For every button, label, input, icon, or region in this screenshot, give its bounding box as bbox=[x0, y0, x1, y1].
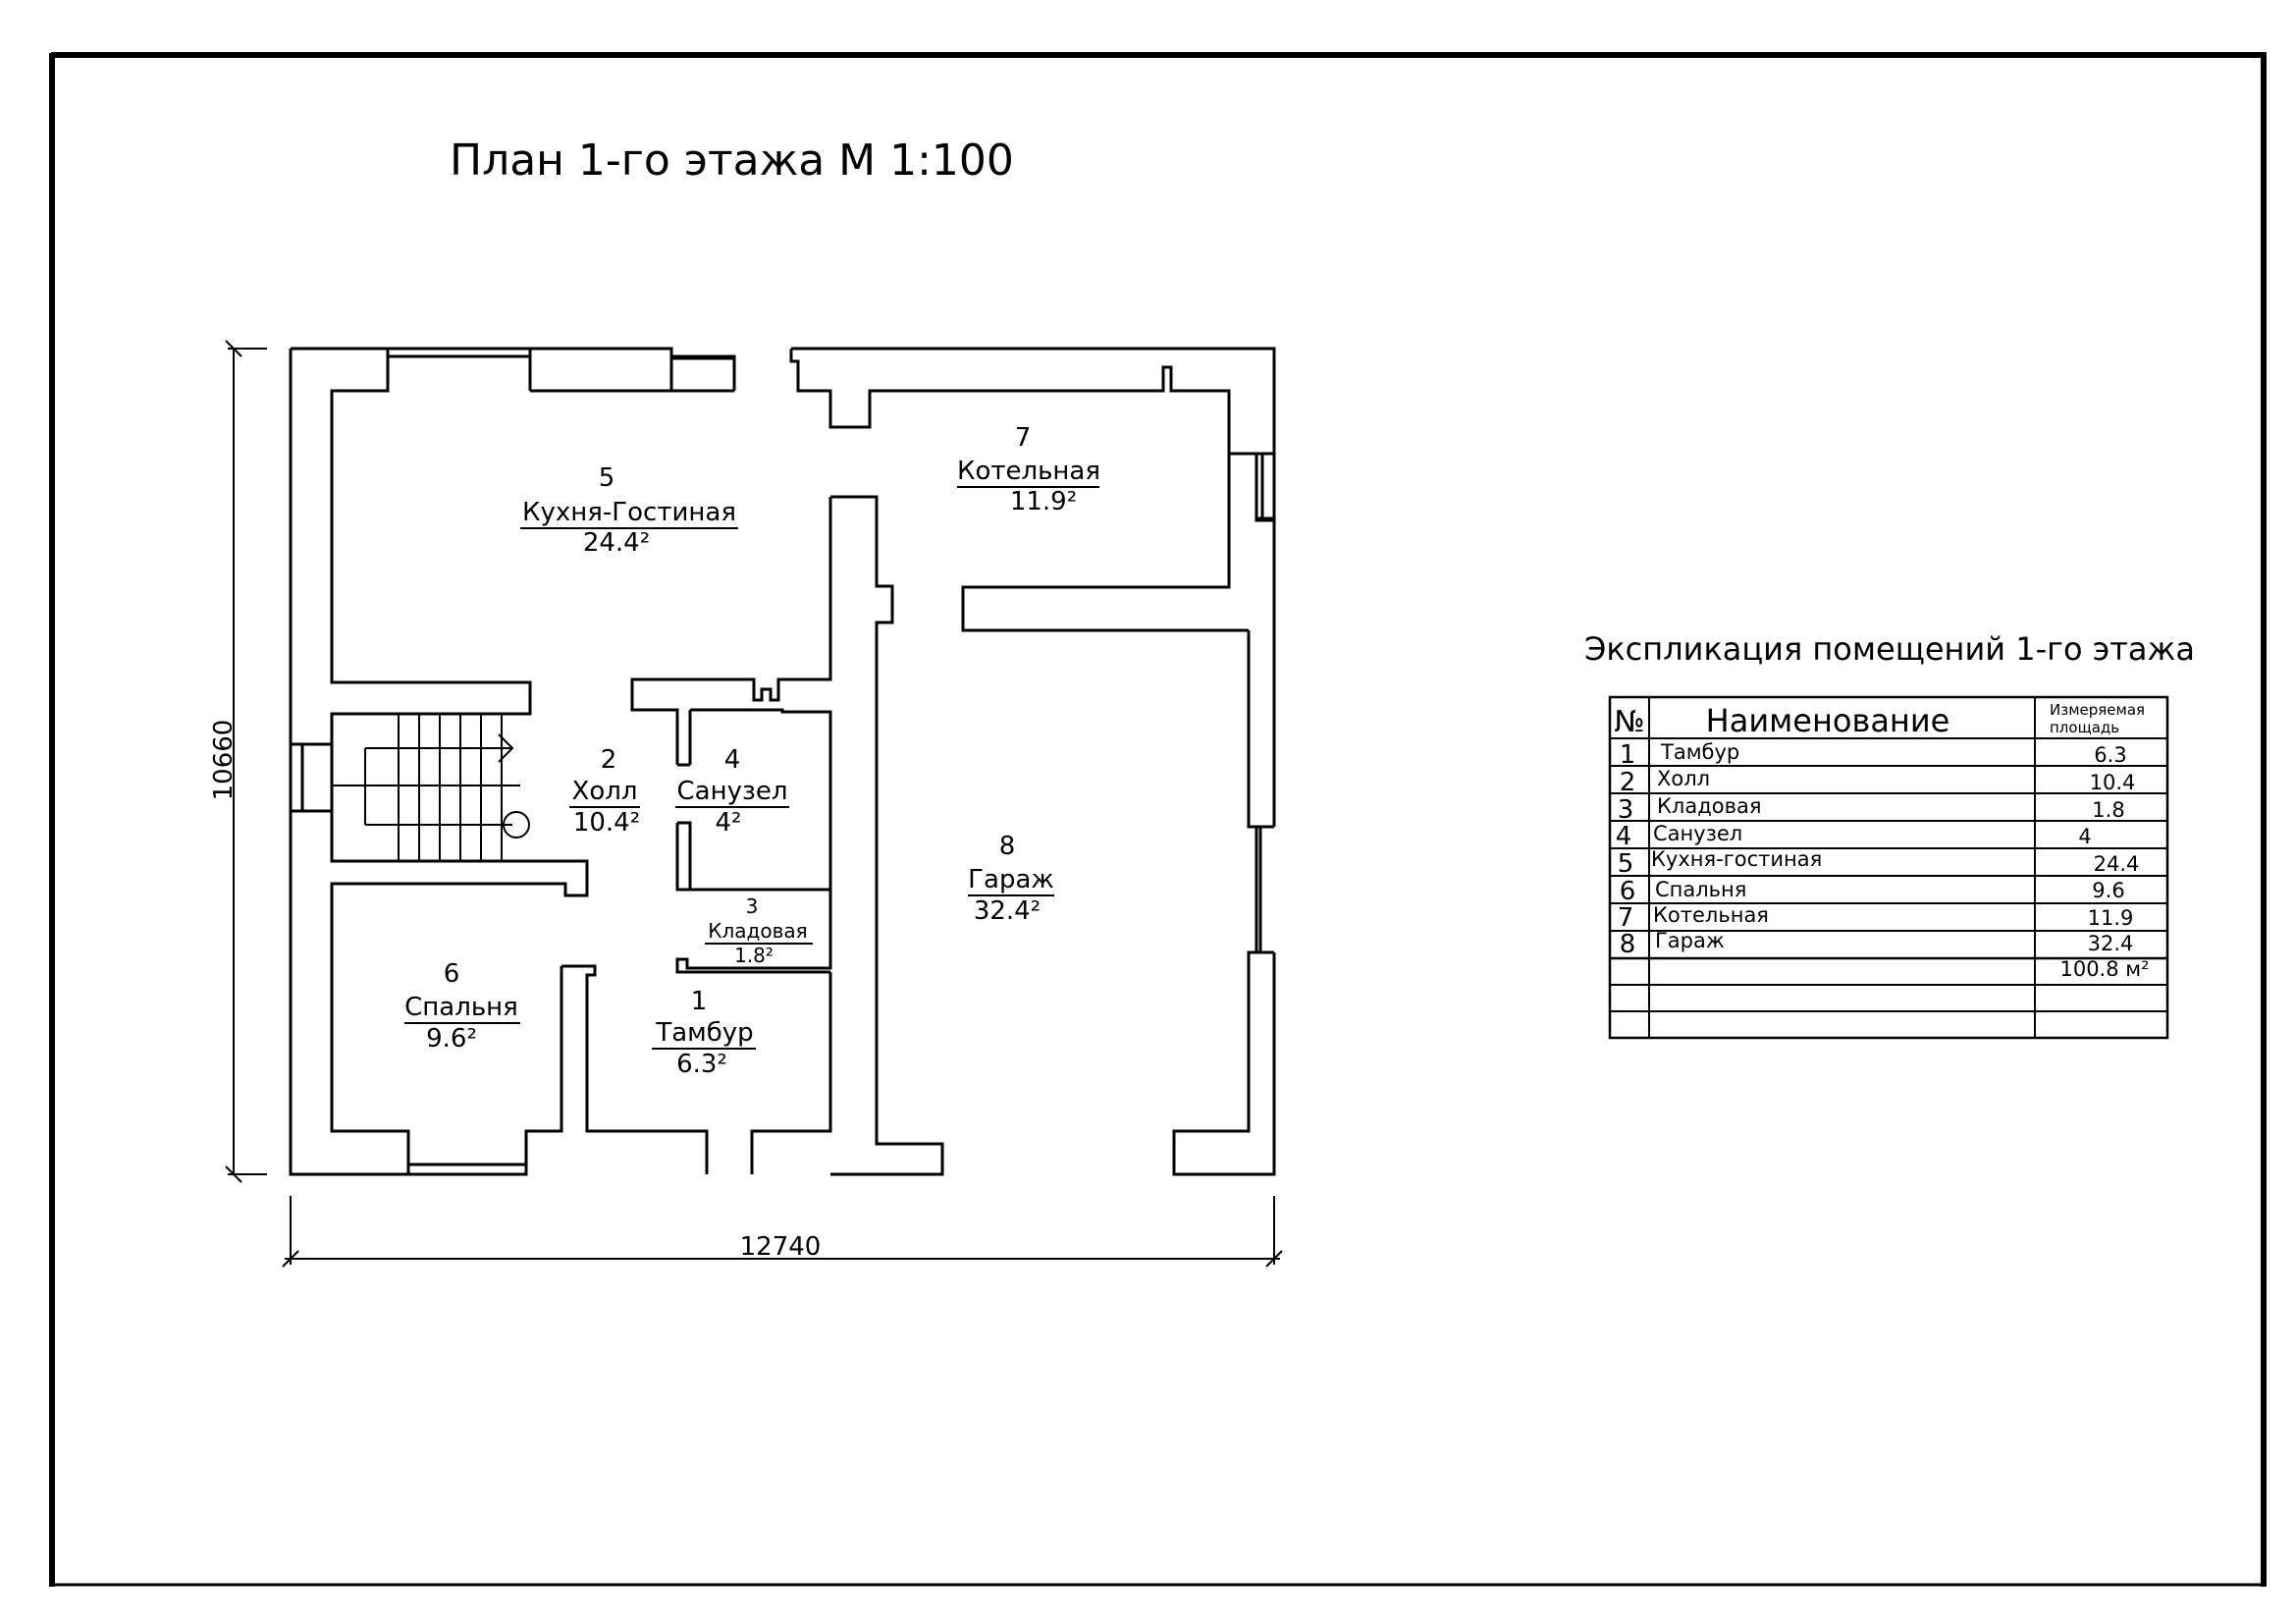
room-number: 6 bbox=[444, 959, 460, 989]
room-label-bedroom: 6 Спальня 9.6² bbox=[404, 959, 520, 1054]
dimension-vertical bbox=[225, 340, 267, 1183]
total-area: 100.8 м² bbox=[2059, 957, 2149, 981]
row-name: Кладовая bbox=[1657, 794, 1761, 818]
walls-bedroom bbox=[408, 964, 709, 1176]
room-label-vestibule: 1 Тамбур 6.3² bbox=[652, 987, 756, 1079]
row-num: 8 bbox=[1620, 930, 1636, 959]
room-area: 9.6² bbox=[426, 1024, 477, 1054]
row-name: Гараж bbox=[1655, 929, 1725, 952]
row-name: Тамбур bbox=[1660, 740, 1739, 764]
room-area: 24.4² bbox=[583, 528, 650, 558]
room-number: 1 bbox=[691, 987, 708, 1016]
room-number: 7 bbox=[1015, 423, 1032, 453]
row-area: 24.4 bbox=[2094, 852, 2140, 876]
room-name: Кладовая bbox=[708, 919, 807, 943]
room-area: 11.9² bbox=[1010, 487, 1077, 516]
table-row: 6 Спальня 9.6 bbox=[1620, 877, 2125, 906]
room-name: Гараж bbox=[968, 865, 1054, 894]
row-area: 10.4 bbox=[2090, 771, 2136, 794]
room-label-kitchen: 5 Кухня-Гостиная 24.4² bbox=[520, 463, 738, 558]
room-name: Тамбур bbox=[655, 1018, 753, 1048]
header-area-line1: Измеряемая bbox=[2050, 701, 2145, 719]
row-num: 4 bbox=[1616, 822, 1632, 851]
row-area: 9.6 bbox=[2092, 879, 2124, 902]
room-area: 10.4² bbox=[573, 808, 640, 838]
row-num: 6 bbox=[1620, 877, 1636, 906]
table-row: 7 Котельная 11.9 bbox=[1618, 903, 2134, 933]
header-area-line2: площадь bbox=[2050, 719, 2119, 736]
row-name: Спальня bbox=[1655, 878, 1746, 901]
floor-plan bbox=[225, 340, 1283, 1268]
room-name: Санузел bbox=[677, 777, 788, 806]
walls-boiler bbox=[789, 347, 1276, 827]
room-area: 1.8² bbox=[734, 944, 774, 967]
plan-title: План 1-го этажа М 1:100 bbox=[450, 135, 1014, 186]
row-num: 2 bbox=[1620, 768, 1636, 797]
table-row: 5 Кухня-гостиная 24.4 bbox=[1618, 847, 2140, 879]
room-label-boiler: 7 Котельная 11.9² bbox=[957, 423, 1100, 516]
row-num: 5 bbox=[1618, 849, 1634, 879]
walls-bathroom bbox=[675, 708, 832, 1174]
row-num: 1 bbox=[1620, 740, 1636, 770]
table-row: 8 Гараж 32.4 bbox=[1620, 929, 2134, 959]
table-row: 4 Санузел 4 bbox=[1616, 822, 2092, 851]
row-name: Котельная bbox=[1653, 903, 1769, 927]
table-row: 2 Холл 10.4 bbox=[1620, 767, 2136, 797]
row-area: 6.3 bbox=[2094, 743, 2126, 767]
row-area: 1.8 bbox=[2092, 798, 2124, 822]
row-area: 4 bbox=[2078, 825, 2091, 848]
room-name: Спальня bbox=[404, 993, 518, 1022]
room-number: 2 bbox=[601, 745, 617, 775]
row-name: Санузел bbox=[1653, 822, 1742, 845]
walls-garage bbox=[630, 495, 1276, 1176]
room-number: 5 bbox=[599, 463, 615, 493]
room-label-garage: 8 Гараж 32.4² bbox=[968, 832, 1054, 926]
explication-title: Экспликация помещений 1-го этажа bbox=[1584, 630, 2195, 668]
sheet-frame bbox=[49, 52, 2267, 1587]
header-name: Наименование bbox=[1706, 702, 1950, 739]
room-name: Кухня-Гостиная bbox=[522, 498, 736, 527]
room-area: 32.4² bbox=[974, 896, 1041, 926]
room-name: Холл bbox=[572, 777, 638, 806]
room-name: Котельная bbox=[957, 457, 1100, 486]
room-number: 4 bbox=[724, 745, 741, 775]
room-number: 8 bbox=[999, 832, 1016, 861]
dimension-width-label: 12740 bbox=[740, 1232, 822, 1262]
row-area: 32.4 bbox=[2088, 932, 2134, 955]
room-label-hall: 2 Холл 10.4² bbox=[569, 745, 640, 838]
row-area: 11.9 bbox=[2088, 906, 2134, 930]
walls-kitchen bbox=[289, 347, 736, 744]
row-num: 7 bbox=[1618, 903, 1634, 933]
room-label-bathroom: 4 Санузел 4² bbox=[675, 745, 789, 838]
room-area: 4² bbox=[716, 808, 742, 838]
staircase bbox=[332, 714, 530, 861]
room-label-pantry: 3 Кладовая 1.8² bbox=[705, 894, 813, 967]
table-row: 3 Кладовая 1.8 bbox=[1618, 794, 2125, 825]
dimension-horizontal bbox=[282, 1196, 1283, 1268]
explication-table: № Наименование Измеряемая площадь 1 Тамб… bbox=[1608, 695, 2169, 1040]
row-name: Холл bbox=[1657, 767, 1710, 790]
dimension-height-label: 10660 bbox=[209, 720, 239, 801]
room-area: 6.3² bbox=[676, 1050, 727, 1079]
header-num: № bbox=[1614, 705, 1644, 739]
row-num: 3 bbox=[1618, 795, 1634, 825]
table-row: 1 Тамбур 6.3 bbox=[1620, 740, 2127, 770]
row-name: Кухня-гостиная bbox=[1651, 847, 1822, 871]
room-number: 3 bbox=[746, 894, 759, 918]
